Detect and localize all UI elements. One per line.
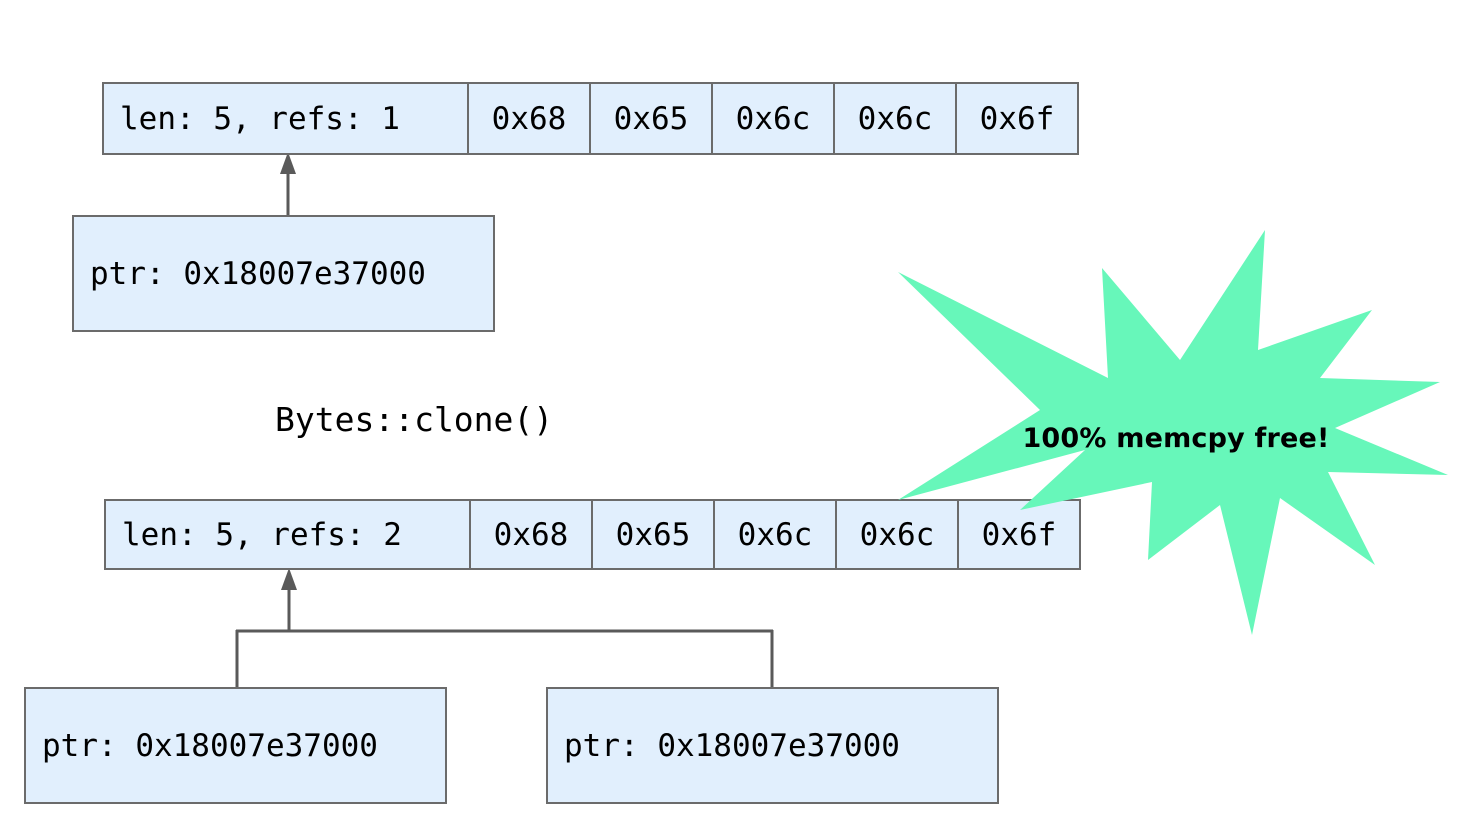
byte-cell: 0x68 — [467, 82, 591, 155]
byte-cell: 0x65 — [591, 499, 715, 570]
ptr-label: ptr: 0x18007e37000 — [90, 255, 426, 292]
operation-label: Bytes::clone() — [275, 400, 554, 439]
byte-cell: 0x6f — [957, 499, 1081, 570]
byte-cell: 0x6c — [713, 499, 837, 570]
struct-row-after: len: 5, refs: 2 0x68 0x65 0x6c 0x6c 0x6f — [104, 499, 1081, 570]
byte-cell: 0x6c — [833, 82, 957, 155]
byte-cell: 0x68 — [469, 499, 593, 570]
struct-row-before: len: 5, refs: 1 0x68 0x65 0x6c 0x6c 0x6f — [102, 82, 1079, 155]
starburst-shape — [898, 230, 1448, 635]
ptr-box-after-owner-1: ptr: 0x18007e37000 — [24, 687, 447, 804]
ptr-box-after-owner-2: ptr: 0x18007e37000 — [546, 687, 999, 804]
ptr-box-before-owner: ptr: 0x18007e37000 — [72, 215, 495, 332]
ptr-label: ptr: 0x18007e37000 — [564, 727, 900, 764]
starburst-callout — [898, 230, 1448, 635]
arrow-before-owner-to-struct — [280, 152, 296, 215]
struct-header-cell: len: 5, refs: 1 — [102, 82, 469, 155]
arrow-after-owners-to-struct — [235, 568, 774, 687]
byte-cell: 0x6f — [955, 82, 1079, 155]
byte-cell: 0x6c — [711, 82, 835, 155]
byte-cell: 0x6c — [835, 499, 959, 570]
struct-header-cell: len: 5, refs: 2 — [104, 499, 471, 570]
ptr-label: ptr: 0x18007e37000 — [42, 727, 378, 764]
byte-cell: 0x65 — [589, 82, 713, 155]
